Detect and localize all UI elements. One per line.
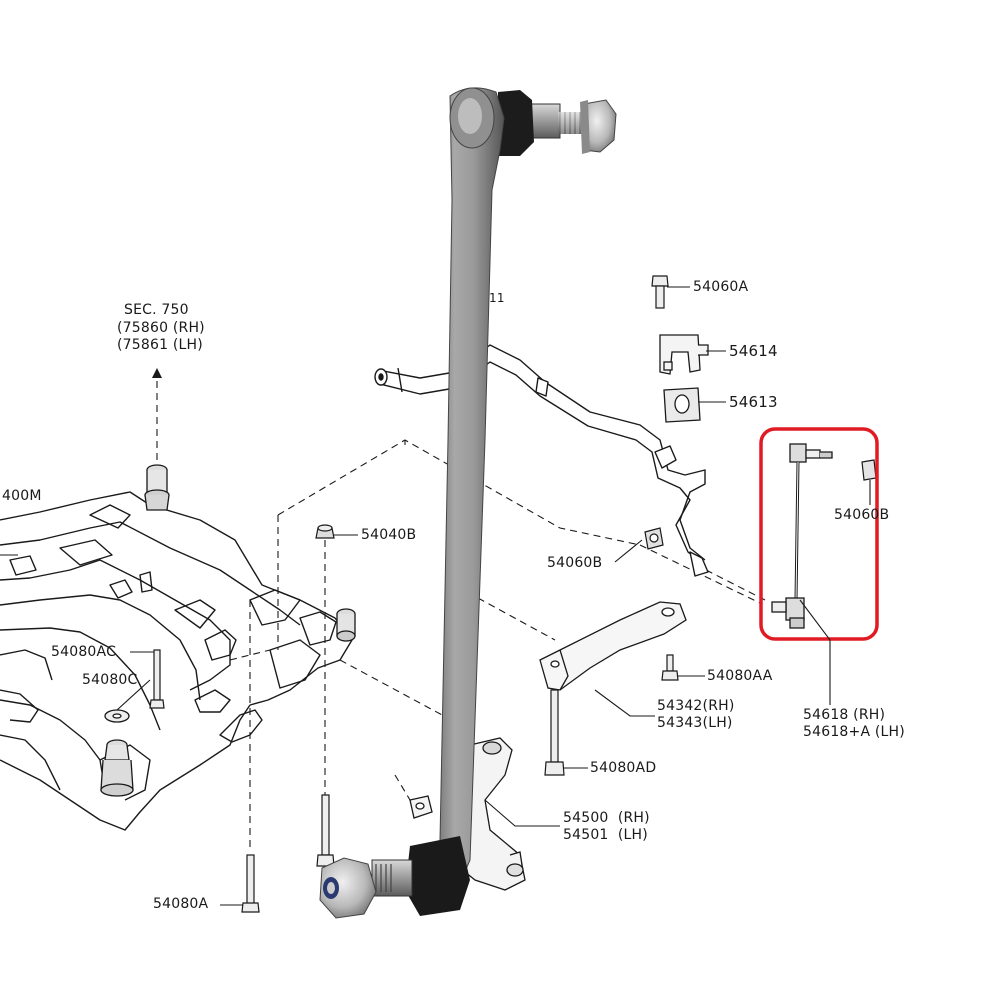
arrow-up-icon — [152, 368, 162, 378]
label-11: 11 — [489, 291, 505, 305]
stabilizer-link-small — [771, 443, 833, 629]
bolt-54080ad — [544, 689, 565, 776]
label-75860: (75860 (RH) — [117, 320, 205, 336]
washer-54080c — [104, 709, 130, 723]
front-subframe — [0, 491, 353, 831]
label-54614: 54614 — [729, 342, 778, 360]
red-highlight-box — [759, 427, 879, 641]
bolt-54080a — [241, 854, 260, 913]
label-54080c: 54080C — [82, 672, 138, 688]
label-54080ad: 54080AD — [590, 760, 657, 776]
label-54500: 54500 (RH) — [563, 810, 650, 826]
label-54080ac: 54080AC — [51, 644, 117, 660]
label-400m: 400M — [2, 488, 42, 504]
label-54080a: 54080A — [153, 896, 209, 912]
label-leaders — [0, 286, 871, 906]
subframe-mount-rear — [144, 464, 170, 511]
nut-54040b — [315, 524, 335, 539]
label-54342: 54342(RH) — [657, 698, 735, 714]
bushing-control-arm — [336, 608, 356, 642]
bushing-54613 — [663, 387, 701, 423]
bolt-54080ac — [149, 649, 165, 709]
nut-54060b-right — [861, 459, 877, 481]
label-54060b-right: 54060B — [834, 507, 890, 523]
label-sec-750: SEC. 750 — [124, 302, 189, 318]
label-54613: 54613 — [729, 393, 778, 411]
bolt-center — [316, 794, 335, 867]
bolt-54060a — [651, 275, 669, 309]
label-54080aa: 54080AA — [707, 668, 773, 684]
label-54060b-left: 54060B — [547, 555, 603, 571]
subframe-mount-front — [100, 739, 134, 797]
nut-54060b-left — [644, 527, 664, 550]
dashed-guides — [156, 372, 766, 850]
label-54343: 54343(LH) — [657, 715, 733, 731]
label-54618a: 54618+A (LH) — [803, 724, 905, 740]
label-75861: (75861 (LH) — [117, 337, 203, 353]
label-54618: 54618 (RH) — [803, 707, 886, 723]
label-54501: 54501 (LH) — [563, 827, 648, 843]
bracket-54614 — [659, 334, 709, 375]
stabilizer-link-rod — [319, 87, 617, 919]
label-54040b: 54040B — [361, 527, 417, 543]
bolt-54080aa — [661, 654, 679, 681]
label-54060a: 54060A — [693, 279, 749, 295]
